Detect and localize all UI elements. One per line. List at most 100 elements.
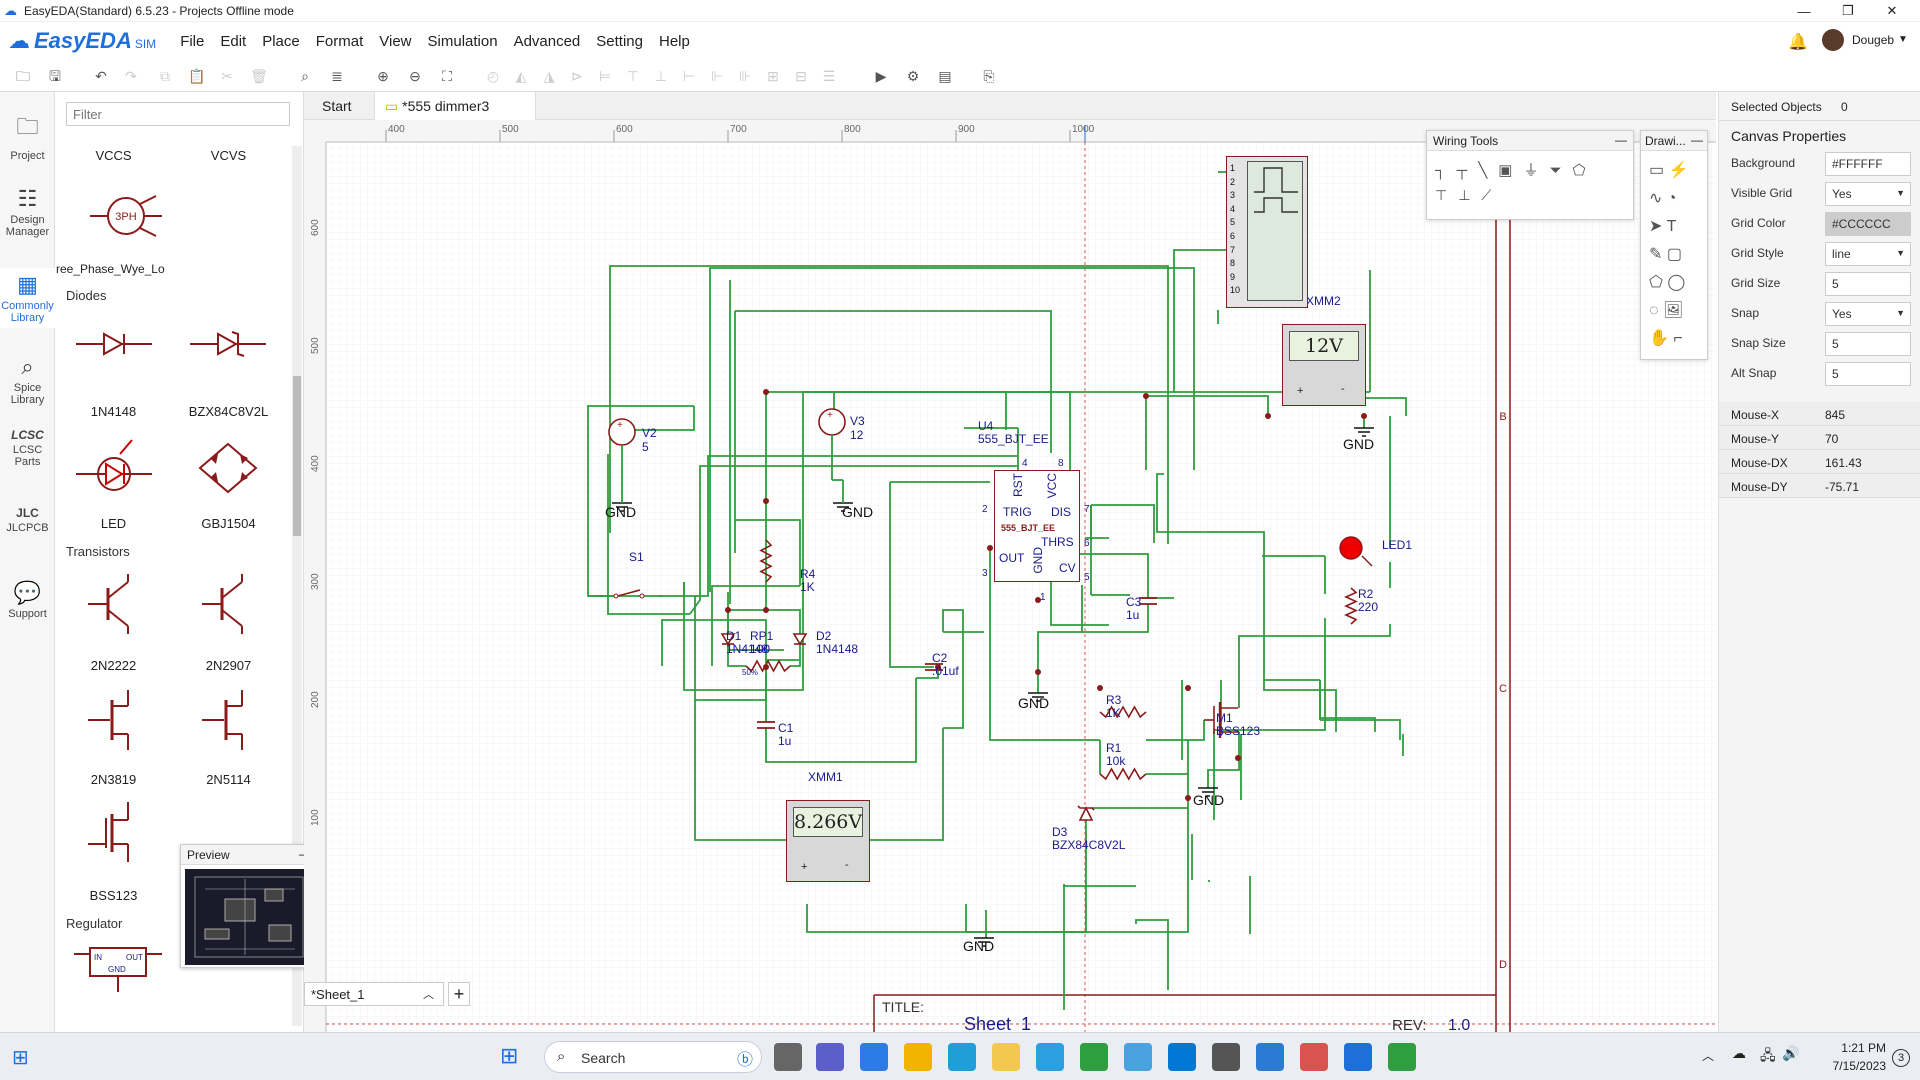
network-icon[interactable]: 🖧: [1760, 1047, 1776, 1063]
minimize-icon[interactable]: —: [1615, 133, 1627, 147]
xmm2-multimeter[interactable]: 12V + -: [1282, 324, 1366, 406]
menu-advanced[interactable]: Advanced: [513, 32, 581, 50]
layer-icon[interactable]: ☰: [822, 68, 836, 84]
bridge-symbol[interactable]: [186, 436, 270, 496]
app-icon-2[interactable]: [1080, 1043, 1108, 1071]
find-icon[interactable]: ⌕: [301, 68, 309, 84]
lib-item-2n2907[interactable]: 2N2907: [205, 658, 252, 673]
app-icon-4[interactable]: [1300, 1043, 1328, 1071]
zener-symbol[interactable]: [186, 326, 270, 362]
ungroup-icon[interactable]: ⊟: [795, 68, 807, 84]
camera-icon[interactable]: [1212, 1043, 1240, 1071]
xmm1-multimeter[interactable]: 8.266V + -: [786, 800, 870, 882]
rail-spice-library[interactable]: ⌕Spice Library: [0, 354, 55, 406]
zoom-in-icon[interactable]: ⊕: [377, 68, 389, 84]
menu-place[interactable]: Place: [262, 32, 300, 50]
add-sheet-button[interactable]: +: [448, 982, 470, 1006]
rail-project[interactable]: 🗀Project: [0, 110, 55, 162]
windows-start-icon[interactable]: ⊞: [12, 1047, 29, 1069]
menu-view[interactable]: View: [379, 32, 412, 50]
notification-badge[interactable]: 3: [1892, 1049, 1910, 1067]
lib-item-vccs[interactable]: VCCS: [95, 148, 132, 163]
three-phase-symbol[interactable]: 3PH: [84, 188, 168, 244]
zoom-out-icon[interactable]: ⊖: [409, 68, 421, 84]
lib-item-bss123[interactable]: BSS123: [89, 888, 138, 903]
scrollbar-thumb[interactable]: [293, 376, 301, 536]
led1-label[interactable]: LED1: [1382, 538, 1413, 552]
group-icon[interactable]: ⊞: [767, 68, 779, 84]
teams-icon[interactable]: [816, 1043, 844, 1071]
menu-help[interactable]: Help: [658, 32, 690, 50]
preview-window[interactable]: Preview —: [180, 844, 316, 968]
align-bottom-icon[interactable]: ⊥: [654, 68, 668, 84]
find-similar-icon[interactable]: ≣: [331, 68, 343, 84]
align-top-icon[interactable]: ⊤: [626, 68, 640, 84]
chevron-up-icon[interactable]: ︿: [423, 989, 434, 1001]
library-scrollbar[interactable]: [292, 146, 302, 1026]
run-simulation-icon[interactable]: ▶: [875, 68, 887, 84]
oscilloscope[interactable]: [1226, 156, 1308, 308]
app-icon-5[interactable]: [1388, 1043, 1416, 1071]
align-left-icon[interactable]: ⊳: [571, 68, 583, 84]
lib-item-vcvs[interactable]: VCVS: [210, 148, 247, 163]
diode-1n4148-symbol[interactable]: [72, 326, 156, 362]
led-symbol[interactable]: [72, 436, 156, 496]
menu-setting[interactable]: Setting: [596, 32, 643, 50]
lib-item-three-phase[interactable]: ree_Phase_Wye_Lo: [56, 262, 165, 276]
menu-format[interactable]: Format: [315, 32, 364, 50]
rail-support[interactable]: 💬Support: [0, 580, 55, 620]
maximize-button[interactable]: ❐: [1842, 3, 1854, 18]
undo-icon[interactable]: ↶: [95, 68, 107, 84]
xmm1-label[interactable]: XMM1: [808, 770, 843, 784]
lib-item-2n5114[interactable]: 2N5114: [206, 772, 251, 787]
lib-item-led[interactable]: LED: [100, 516, 127, 531]
sheet-tab[interactable]: *Sheet_1 ︿: [304, 982, 444, 1006]
lib-item-bzx84c8v2l[interactable]: BZX84C8V2L: [188, 404, 269, 419]
xmm2-label[interactable]: XMM2: [1306, 294, 1341, 308]
distribute-v-icon[interactable]: ⊪: [738, 68, 752, 84]
minimize-icon[interactable]: —: [1691, 133, 1703, 147]
align-center-icon[interactable]: ⊢: [682, 68, 696, 84]
s1-label[interactable]: S1: [629, 550, 644, 564]
redo-icon[interactable]: ↷: [125, 68, 137, 84]
save-icon[interactable]: 🖫: [49, 68, 61, 84]
drawing-tools-panel[interactable]: Drawi... — ▭ ⚡∿ ◔➤ T✎ ▢⬠ ◯◌ 🖼✋ ⌐: [1640, 130, 1708, 360]
u4-ic[interactable]: TRIG DIS 555_BJT_EE THRS OUT CV RST VCC …: [994, 470, 1080, 582]
align-icon[interactable]: ◮: [543, 68, 555, 84]
skype-icon[interactable]: [1168, 1043, 1196, 1071]
menu-simulation[interactable]: Simulation: [427, 32, 498, 50]
copy-icon[interactable]: ⧉: [160, 68, 170, 84]
c2-label[interactable]: C2.01uf: [932, 651, 959, 678]
distribute-icon[interactable]: ⊩: [710, 68, 724, 84]
task-view-icon[interactable]: [774, 1043, 802, 1071]
minimize-button[interactable]: —: [1797, 3, 1811, 19]
regulator-symbol[interactable]: IN OUT GND: [70, 940, 166, 996]
lib-item-gbj1504[interactable]: GBJ1504: [201, 516, 256, 531]
chevron-up-icon[interactable]: ︿: [1702, 1049, 1715, 1063]
open-folder-icon[interactable]: 🗀: [16, 68, 30, 84]
cut-icon[interactable]: ✂: [221, 68, 233, 84]
start-button-icon[interactable]: ⊞: [500, 1043, 519, 1068]
menu-file[interactable]: File: [180, 32, 205, 50]
app-icon-1[interactable]: [1036, 1043, 1064, 1071]
lib-item-2n3819[interactable]: 2N3819: [90, 772, 137, 787]
rail-design-manager[interactable]: ☷Design Manager: [0, 186, 55, 238]
align-right-icon[interactable]: ⊨: [598, 68, 612, 84]
filter-input[interactable]: [66, 102, 290, 126]
